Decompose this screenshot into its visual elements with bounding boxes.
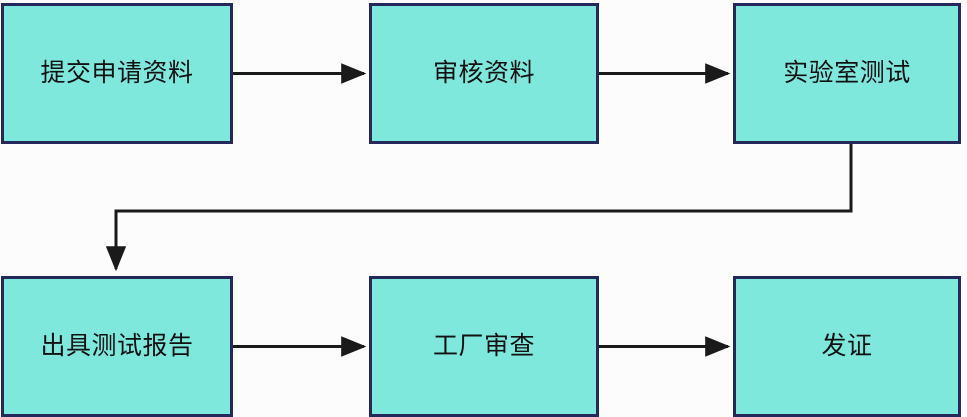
flow-node-factory-inspection[interactable]: 工厂审查 (369, 276, 599, 417)
flow-node-issue-test-report[interactable]: 出具测试报告 (1, 276, 233, 417)
flow-node-label: 出具测试报告 (40, 331, 194, 360)
edge-labtest-to-report (105, 144, 853, 272)
flow-node-submit-application[interactable]: 提交申请资料 (1, 3, 233, 144)
flow-node-label: 发证 (821, 331, 873, 360)
flow-node-label: 提交申请资料 (40, 58, 194, 87)
flow-node-laboratory-testing[interactable]: 实验室测试 (733, 3, 961, 144)
flow-node-review-materials[interactable]: 审核资料 (369, 3, 599, 144)
flow-node-label: 工厂审查 (432, 331, 535, 360)
flow-node-label: 审核资料 (432, 58, 535, 87)
flow-node-label: 实验室测试 (783, 58, 911, 87)
flow-node-issue-certificate[interactable]: 发证 (733, 276, 961, 417)
